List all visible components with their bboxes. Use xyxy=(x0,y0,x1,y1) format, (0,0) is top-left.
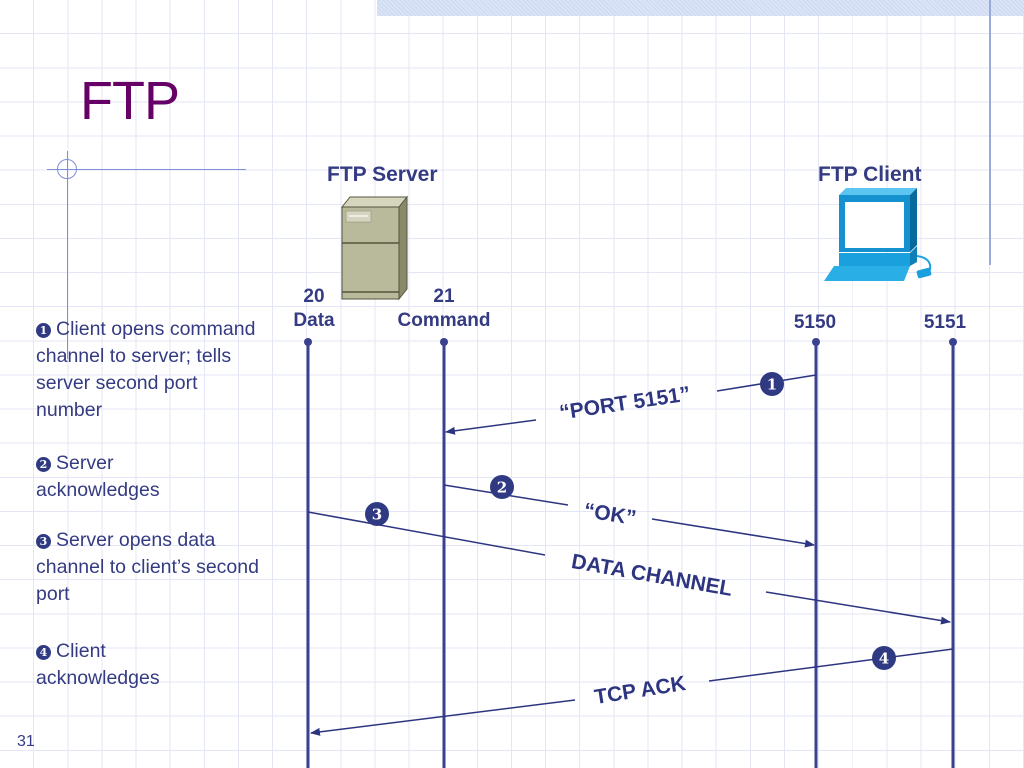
server-label: FTP Server xyxy=(327,163,438,186)
lifeline-dot-port-5151 xyxy=(949,338,957,346)
port-name: Command xyxy=(397,310,491,331)
port-name: Data xyxy=(293,310,335,331)
port-number: 21 xyxy=(433,286,455,307)
lifelines xyxy=(304,338,957,768)
decoration-horizontal-line xyxy=(47,169,246,170)
server-tower-icon xyxy=(340,195,409,301)
page-number: 31 xyxy=(17,733,35,750)
message-label-data-channel: DATA CHANNEL xyxy=(570,550,735,601)
step-marker-3-icon: 3 xyxy=(36,534,51,549)
step-marker-4-icon xyxy=(872,646,896,670)
port-20-label: 20 Data xyxy=(284,285,344,333)
step-text: Server acknowledges xyxy=(36,452,160,501)
message-label-port: “PORT 5151” xyxy=(558,382,692,424)
step-marker-1-icon: 1 xyxy=(36,323,51,338)
port-5150-label: 5150 xyxy=(793,312,837,333)
decoration-circle xyxy=(57,159,77,179)
client-label: FTP Client xyxy=(818,163,922,186)
step-marker-4-text: 4 xyxy=(879,650,889,668)
top-decorative-band xyxy=(377,0,1024,16)
message-ok: “OK” 2 xyxy=(443,475,815,548)
lifeline-dot-port-21 xyxy=(440,338,448,346)
step-marker-4-icon: 4 xyxy=(36,645,51,660)
slide-title: FTP xyxy=(80,71,180,131)
message-label-tcp-ack: TCP ACK xyxy=(593,672,688,709)
message-label-ok: “OK” xyxy=(582,499,637,530)
port-21-label: 21 Command xyxy=(384,285,504,333)
step-marker-3-icon xyxy=(365,502,389,526)
step-marker-2-icon: 2 xyxy=(36,457,51,472)
message-tcp-ack: TCP ACK 4 xyxy=(310,646,954,736)
step-marker-2-text: 2 xyxy=(497,479,507,497)
right-decorative-rule xyxy=(989,0,991,265)
step-text: Server opens data channel to client’s se… xyxy=(36,529,259,605)
decoration-vertical-line xyxy=(67,151,68,359)
step-marker-2-icon xyxy=(490,475,514,499)
lifeline-dot-port-5150 xyxy=(812,338,820,346)
desktop-computer-icon xyxy=(824,188,932,281)
port-5151-label: 5151 xyxy=(923,312,967,333)
step-text: Client opens command channel to server; … xyxy=(36,318,256,421)
step-text: Client acknowledges xyxy=(36,640,160,689)
step-marker-1-text: 1 xyxy=(767,376,777,394)
step-marker-3-text: 3 xyxy=(372,506,382,524)
port-number: 20 xyxy=(303,286,325,307)
lifeline-dot-port-20 xyxy=(304,338,312,346)
step-marker-1-icon xyxy=(760,372,784,396)
message-port-5151: “PORT 5151” 1 xyxy=(445,372,817,435)
